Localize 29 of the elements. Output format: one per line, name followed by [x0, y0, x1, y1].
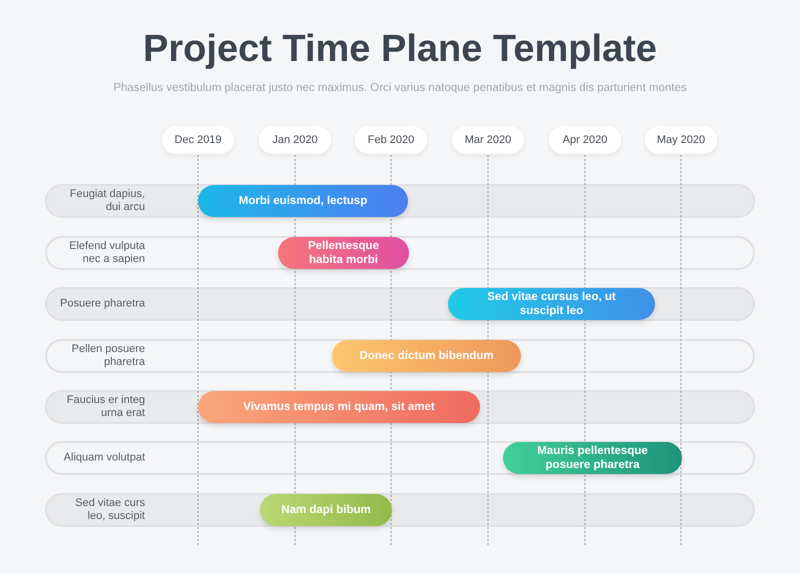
subtitle: Phasellus vestibulum placerat justo nec maximus. Orci varius natoque penatibus et magnis dis parturient montes — [113, 81, 687, 96]
month-pill: May 2020 — [645, 126, 717, 154]
row-label: Faucius er integ urna erat — [66, 394, 145, 420]
row-track — [45, 184, 755, 218]
row-track — [45, 390, 755, 424]
task-bar: Sed vitae cursus leo, ut suscipit leo — [448, 288, 655, 320]
task-bar: Pellentesque habita morbi — [278, 237, 409, 269]
task-bar: Morbi euismod, lectusp — [198, 185, 408, 217]
month-pill: Feb 2020 — [355, 126, 427, 154]
month-pill: Apr 2020 — [549, 126, 621, 154]
row-label: Pellen posuere pharetra — [70, 343, 145, 369]
month-pill: Mar 2020 — [452, 126, 524, 154]
task-bar: Nam dapi bibum — [260, 494, 392, 526]
row-label: Elefend vulputa nec a sapien — [68, 240, 145, 266]
month-pill: Dec 2019 — [162, 126, 234, 154]
row-track — [45, 339, 755, 373]
title: Project Time Plane Template — [143, 27, 657, 71]
row-label: Sed vitae curs leo, suscipit — [74, 497, 145, 523]
task-bar: Vivamus tempus mi quam, sit amet — [198, 391, 480, 423]
row-track — [45, 287, 755, 321]
row-label: Aliquam volutpat — [64, 452, 145, 464]
row-track — [45, 493, 755, 527]
row-label: Feugiat dapius, dui arcu — [68, 188, 145, 214]
row-label: Posuere pharetra — [60, 298, 145, 310]
task-bar: Donec dictum bibendum — [332, 340, 521, 372]
row-track — [45, 236, 755, 270]
month-pill: Jan 2020 — [259, 126, 331, 154]
row-track — [45, 441, 755, 475]
task-bar: Mauris pellentesque posuere pharetra — [503, 442, 682, 474]
